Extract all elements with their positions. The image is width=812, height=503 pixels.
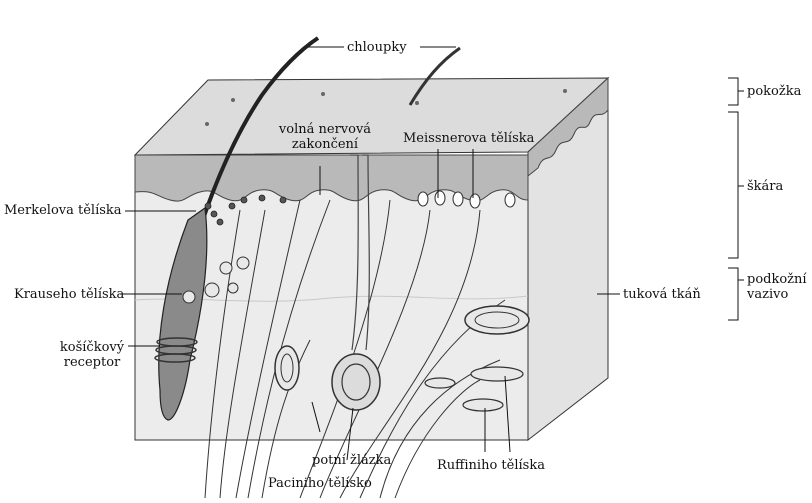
label-pacini: Paciniho tělísko xyxy=(268,476,372,491)
label-merkel: Merkelova tělíska xyxy=(4,203,122,218)
label-ruffini: Ruffiniho tělíska xyxy=(437,458,545,473)
ruffini-corpuscle xyxy=(471,367,523,381)
label-free-nerve-endings-line2: zakončení xyxy=(265,137,385,152)
pore xyxy=(321,92,325,96)
label-meissner: Meissnerova tělíska xyxy=(403,131,534,146)
label-subcutis-line2: vazivo xyxy=(747,287,807,302)
label-sweat-gland: potní žlázka xyxy=(312,453,391,468)
label-subcutis-line1: podkožní xyxy=(747,272,807,287)
pore xyxy=(415,101,419,105)
pore xyxy=(563,89,567,93)
label-krause: Krauseho tělíska xyxy=(14,287,124,302)
pore xyxy=(231,98,235,102)
ruffini-corpuscle xyxy=(463,399,503,411)
sweat-gland-coil xyxy=(332,354,380,410)
pore xyxy=(205,122,209,126)
label-fat-tissue: tuková tkáň xyxy=(623,287,701,302)
label-dermis: škára xyxy=(747,179,783,194)
ruffini-corpuscle xyxy=(425,378,455,388)
label-subcutis: podkožní vazivo xyxy=(747,272,807,302)
label-basket-line1: košíčkový xyxy=(52,340,132,355)
label-basket-line2: receptor xyxy=(52,355,132,370)
label-free-nerve-endings: volná nervová zakončení xyxy=(265,122,385,152)
label-basket-receptor: košíčkový receptor xyxy=(52,340,132,370)
pacini-corpuscle xyxy=(275,346,299,390)
label-free-nerve-endings-line1: volná nervová xyxy=(265,122,385,137)
layer-brackets xyxy=(728,78,744,320)
label-hairs: chloupky xyxy=(347,40,407,55)
label-epidermis: pokožka xyxy=(747,84,801,99)
